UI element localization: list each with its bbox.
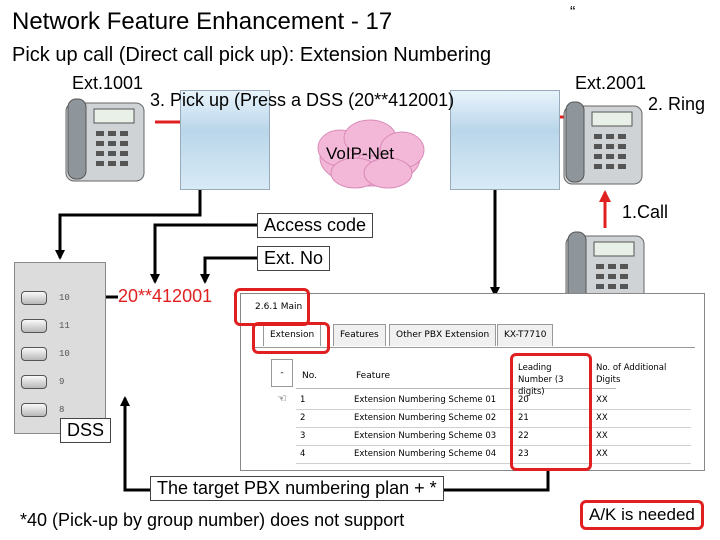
line-ext-no <box>200 256 260 284</box>
row-additional-digits[interactable]: XX <box>592 445 691 464</box>
ext-1001-label: Ext.1001 <box>72 73 144 93</box>
row-feature: Extension Numbering Scheme 03 <box>350 427 514 446</box>
dss-key-number: 10 <box>59 349 70 359</box>
tab-bar: Extension Features Other PBX Extension K… <box>255 324 695 348</box>
dss-key[interactable] <box>21 375 47 389</box>
hand-cursor-icon: ☜ <box>277 392 287 405</box>
tab-kx-t7710[interactable]: KX-T7710 <box>497 324 554 346</box>
highlight-window-title <box>234 288 310 326</box>
pbx-unit-right <box>450 90 560 190</box>
dss-key[interactable] <box>21 347 47 361</box>
highlight-leading-number-column <box>510 353 592 471</box>
dss-number-label: 20**412001 <box>118 286 213 306</box>
column-header-additional-digits: No. of Additional Digits <box>596 363 667 385</box>
phone-icon-ext2001 <box>563 101 643 185</box>
row-leading-number[interactable]: 22 <box>514 427 592 446</box>
numbering-scheme-table: 1 Extension Numbering Scheme 01 20 XX 2 … <box>296 391 691 464</box>
dss-key[interactable] <box>21 403 47 417</box>
voip-net-label: VoIP-Net <box>326 144 395 163</box>
row-leading-number[interactable]: 20 <box>514 391 592 410</box>
row-additional-digits[interactable]: XX <box>592 391 691 410</box>
row-feature: Extension Numbering Scheme 02 <box>350 409 514 428</box>
footnote-pickup-group: *40 (Pick-up by group number) does not s… <box>20 510 405 530</box>
table-row[interactable]: 3 Extension Numbering Scheme 03 22 XX <box>296 427 691 446</box>
voip-cloud-icon <box>317 119 425 189</box>
row-no: 4 <box>296 445 350 464</box>
row-feature: Extension Numbering Scheme 01 <box>350 391 514 410</box>
tab-other-pbx-extension[interactable]: Other PBX Extension <box>389 324 497 346</box>
step-3-label: 3. Pick up (Press a DSS (20**412001) <box>150 90 455 110</box>
window-title: 2.6.1 Main <box>255 302 303 312</box>
table-row[interactable]: 1 Extension Numbering Scheme 01 20 XX <box>296 391 691 410</box>
phone-icon-ext1001 <box>65 98 145 182</box>
step-1-label: 1.Call <box>622 202 669 222</box>
dss-key[interactable] <box>21 319 47 333</box>
quote-mark: “ <box>570 4 576 21</box>
step-2-label: 2. Ring <box>648 94 706 114</box>
table-row[interactable]: 2 Extension Numbering Scheme 02 21 XX <box>296 409 691 428</box>
dss-key[interactable] <box>21 291 47 305</box>
access-code-box: Access code <box>257 213 374 238</box>
row-leading-number[interactable]: 23 <box>514 445 592 464</box>
dss-key-number: 9 <box>59 377 65 387</box>
pbx-unit-left <box>180 90 270 190</box>
dss-key-panel: 10 11 10 9 8 <box>14 262 106 434</box>
target-numbering-note: The target PBX numbering plan + * <box>150 476 444 501</box>
grid-header: No. Feature <box>296 359 616 389</box>
ext-2001-label: Ext.2001 <box>575 73 647 93</box>
row-leading-number[interactable]: 21 <box>514 409 592 428</box>
dss-key-number: 11 <box>59 321 70 331</box>
slide-subtitle: Pick up call (Direct call pick up): Exte… <box>12 44 492 66</box>
dss-label-box: DSS <box>60 418 112 443</box>
ext-no-box: Ext. No <box>257 246 331 271</box>
row-no: 3 <box>296 427 350 446</box>
column-header-feature: Feature <box>356 371 391 381</box>
ak-needed-note: A/K is needed <box>580 500 704 530</box>
slide-title: Network Feature Enhancement - 17 <box>12 8 393 35</box>
row-no: 2 <box>296 409 350 428</box>
collapse-button[interactable]: - <box>271 359 293 387</box>
table-row[interactable]: 4 Extension Numbering Scheme 04 23 XX <box>296 445 691 464</box>
column-header-no: No. <box>302 371 317 381</box>
dss-key-number: 10 <box>59 293 70 303</box>
dss-key-number: 8 <box>59 405 65 415</box>
row-additional-digits[interactable]: XX <box>592 409 691 428</box>
tab-features[interactable]: Features <box>333 324 386 346</box>
line-access-code <box>150 223 260 284</box>
row-no: 1 <box>296 391 350 410</box>
highlight-extension-tab <box>252 322 330 354</box>
line-pbx-to-dss <box>55 190 202 260</box>
row-additional-digits[interactable]: XX <box>592 427 691 446</box>
row-feature: Extension Numbering Scheme 04 <box>350 445 514 464</box>
